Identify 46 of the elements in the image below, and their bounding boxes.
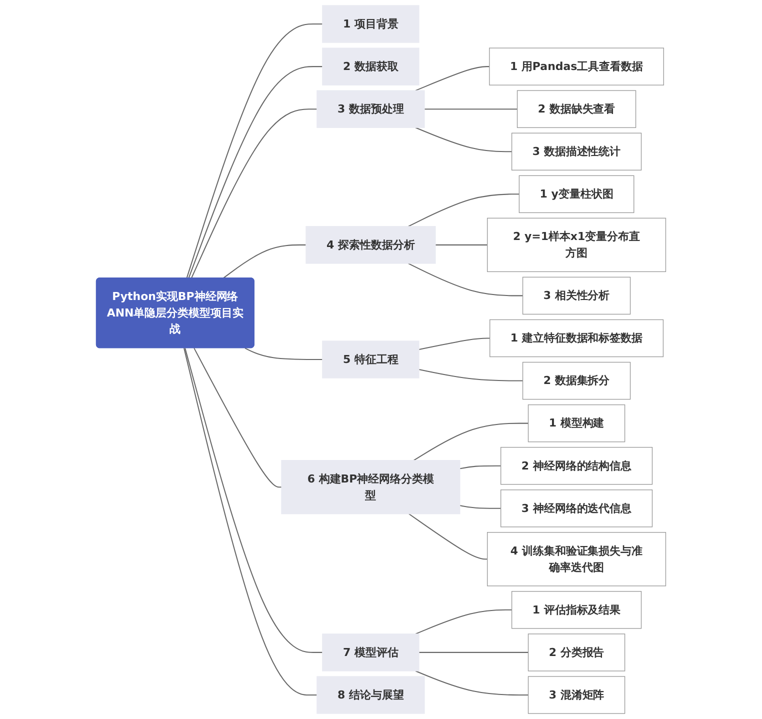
connector xyxy=(188,66,322,278)
connector xyxy=(190,108,317,278)
connector xyxy=(244,348,322,360)
connector xyxy=(415,609,512,634)
connector xyxy=(184,348,322,653)
node-box: 5 特征工程 xyxy=(322,340,420,378)
node-box: 1 用Pandas工具查看数据 xyxy=(489,48,664,86)
connector xyxy=(415,66,490,92)
node-box: 8 结论与展望 xyxy=(316,676,425,714)
node-box: 4 训练集和验证集损失与准确率迭代图 xyxy=(487,532,666,586)
node-box: 2 神经网络的结构信息 xyxy=(500,446,653,485)
node-box: 1 模型构建 xyxy=(528,404,626,442)
node-box: 3 神经网络的迭代信息 xyxy=(500,490,653,528)
connector xyxy=(194,348,282,488)
connector xyxy=(415,670,528,696)
connector xyxy=(418,338,490,350)
node-box: 3 混淆矩阵 xyxy=(528,676,626,714)
node-box: 3 相关性分析 xyxy=(522,276,631,315)
node-box: 1 评估指标及结果 xyxy=(511,591,642,629)
node-box: 6 构建BP神经网络分类模型 xyxy=(281,460,460,514)
connector xyxy=(435,244,488,246)
connector xyxy=(408,513,488,560)
connector xyxy=(418,652,528,653)
node-box: 2 分类报告 xyxy=(528,634,626,672)
node-box: 2 数据缺失查看 xyxy=(516,90,636,128)
node-box: 1 建立特征数据和标签数据 xyxy=(490,319,664,358)
connector xyxy=(414,422,528,461)
connector xyxy=(418,368,523,382)
connector xyxy=(460,505,501,509)
node-box: 3 数据预处理 xyxy=(316,90,425,128)
connector xyxy=(408,262,523,296)
node-box: 1 项目背景 xyxy=(322,5,420,43)
node-box: 4 探索性数据分析 xyxy=(306,226,436,264)
connector xyxy=(415,127,512,152)
connector xyxy=(460,465,501,470)
connector xyxy=(186,24,322,278)
node-box: 1 y变量柱状图 xyxy=(518,175,634,214)
node-box: 7 模型评估 xyxy=(322,634,420,672)
node-box: 2 数据获取 xyxy=(322,48,420,86)
connector xyxy=(424,108,518,110)
node-box: 2 y=1样本x1变量分布直方图 xyxy=(487,218,666,272)
connector xyxy=(184,348,317,696)
node-box: 3 数据描述性统计 xyxy=(511,132,642,170)
node-box: 2 数据集拆分 xyxy=(522,362,631,400)
connector xyxy=(222,244,306,279)
connector xyxy=(408,194,520,227)
